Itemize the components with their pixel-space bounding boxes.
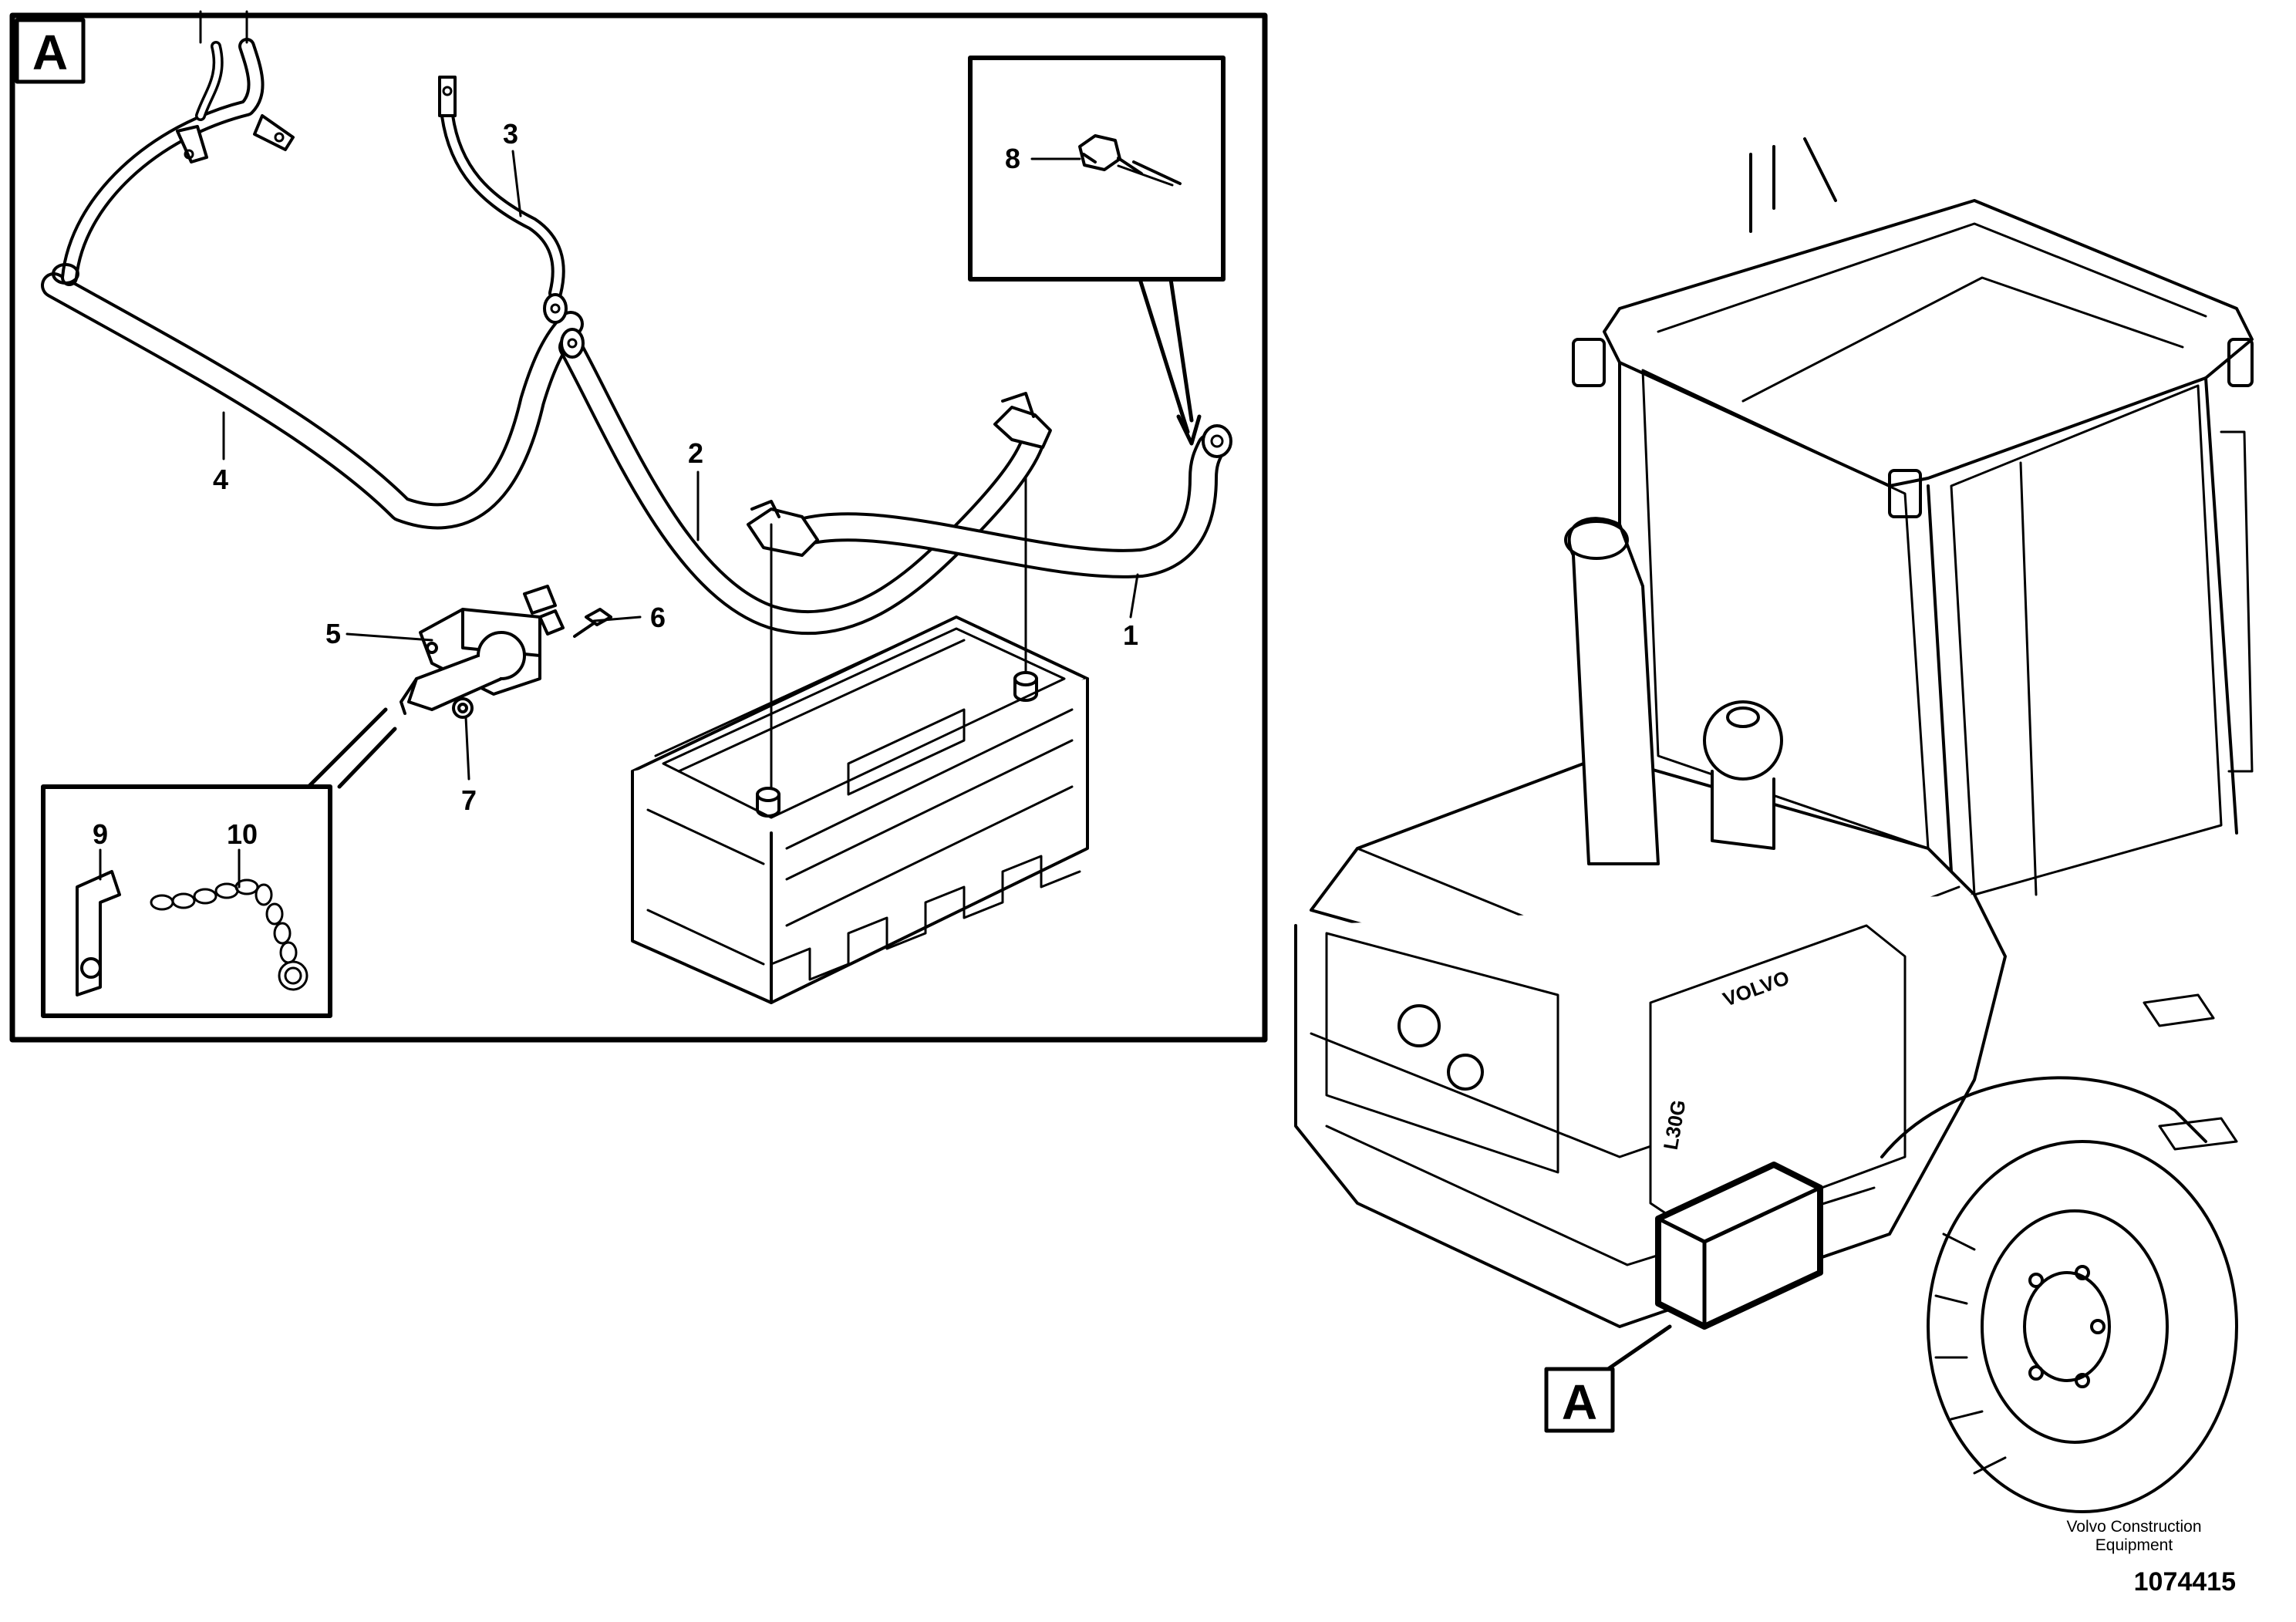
- callout-3: 3: [503, 118, 518, 150]
- callout-10: 10: [227, 818, 258, 850]
- cable-4: [41, 10, 584, 530]
- callout-7: 7: [461, 784, 477, 816]
- leader-lines: [99, 150, 1139, 889]
- chain-10: [150, 878, 308, 991]
- bolt-8: [1078, 134, 1182, 187]
- callout-1: 1: [1123, 619, 1138, 651]
- callout-2: 2: [688, 437, 703, 469]
- cable-2: [558, 328, 1052, 636]
- machine-view-label: A: [1562, 1374, 1597, 1430]
- inset-8-frame: [968, 56, 1226, 282]
- callout-9: 9: [93, 818, 108, 850]
- wheel-loader-illustration: [1294, 137, 2254, 1513]
- credit-division: Equipment: [2095, 1536, 2173, 1554]
- inset-8-pointer-tip: [1176, 414, 1202, 446]
- machine-view-pointer: [1606, 1324, 1672, 1371]
- callout-5: 5: [325, 618, 341, 649]
- credit-company: Volvo Construction: [2066, 1518, 2202, 1536]
- detail-view-label-box: [15, 18, 86, 84]
- callout-6: 6: [650, 602, 666, 633]
- inset-9-10-frame: [41, 784, 332, 1018]
- callout-8: 8: [1005, 143, 1020, 174]
- cable-1: [747, 424, 1232, 578]
- battery: [631, 615, 1089, 1004]
- battery-disconnect-switch: [400, 585, 565, 715]
- inset-8-pointer: [1138, 277, 1194, 434]
- inset-9-10-pointer: [306, 707, 397, 789]
- detail-view-frame: [9, 12, 1268, 1043]
- machine-view-label-box: [1544, 1367, 1615, 1433]
- screw-6: [573, 608, 612, 638]
- bracket-9: [76, 870, 121, 996]
- nut-7: [452, 697, 474, 719]
- callout-4: 4: [213, 464, 228, 495]
- drawing-number: 1074415: [2133, 1567, 2236, 1597]
- detail-view-label: A: [32, 25, 68, 80]
- cable-3: [438, 76, 568, 324]
